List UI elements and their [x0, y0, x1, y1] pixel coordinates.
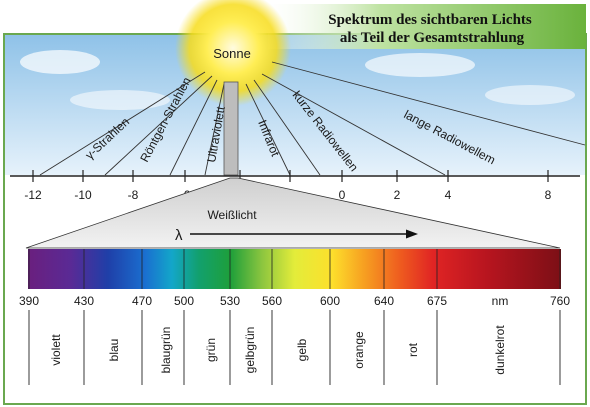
spectrum-ticks: [28, 249, 561, 385]
spectrum-bar: [28, 249, 561, 289]
sun-label: Sonne: [213, 46, 251, 61]
log-axis-tick-label: 2: [394, 188, 401, 202]
cloud: [20, 50, 100, 74]
spectrum-tick-label: 500: [174, 294, 194, 308]
color-name-6: orange: [352, 331, 366, 369]
lambda-label: λ: [175, 227, 183, 244]
cloud: [365, 53, 475, 77]
ray-line: [169, 79, 218, 176]
title-line-2: als Teil der Gesamtstrahlung: [340, 30, 525, 46]
log-axis-tick-label: -10: [74, 188, 92, 202]
spectrum-tick-label: 675: [427, 294, 447, 308]
white-light-label: Weißlicht: [207, 208, 257, 222]
ray-line: [271, 61, 586, 146]
spectrum-tick-label: 600: [320, 294, 340, 308]
spectrum-tick-label: 530: [220, 294, 240, 308]
rays: [39, 61, 586, 176]
spectrum-tick-label: 760: [550, 294, 570, 308]
log-axis-tick-label: -12: [24, 188, 42, 202]
ray-line: [204, 83, 225, 176]
lambda-arrowhead: [406, 229, 418, 239]
color-name-8: dunkelrot: [493, 325, 507, 375]
spectrum-tick-label: nm: [492, 294, 509, 308]
spectrum-tick-label: 470: [132, 294, 152, 308]
sun: [175, 0, 291, 106]
ray-line: [39, 71, 206, 176]
log-axis-tick-label: 8: [545, 188, 552, 202]
spectrum-tick-label: 560: [262, 294, 282, 308]
spectrum-tick-labels: 390 430 470 500 530 560 600 640 675 nm 760: [19, 294, 570, 308]
cloud: [70, 90, 170, 110]
ray-line: [245, 83, 291, 176]
title-bar: [268, 4, 586, 49]
ray-line: [261, 73, 446, 176]
ray-line: [104, 75, 213, 176]
log-axis-tick-label: 0: [339, 188, 346, 202]
log-axis-tick-label: 4: [445, 188, 452, 202]
white-light-cone: [25, 177, 561, 249]
visible-light-column: [223, 81, 239, 176]
spectrum-tick-label: 390: [19, 294, 39, 308]
title-line-1: Spektrum des sichtbaren Lichts: [328, 12, 532, 28]
color-name-5: gelb: [295, 338, 309, 361]
color-name-0: violett: [49, 334, 63, 366]
color-name-4: gelbgrün: [243, 327, 257, 374]
spectrum-tick-label: 640: [374, 294, 394, 308]
cloud: [485, 85, 575, 105]
color-name-3: grün: [204, 338, 218, 362]
color-name-2: blaugrün: [159, 327, 173, 374]
spectrum-tick-label: 430: [74, 294, 94, 308]
color-name-labels: violett blau blaugrün grün gelbgrün gelb orang…: [49, 325, 507, 375]
color-name-7: rot: [406, 342, 420, 357]
color-name-1: blau: [107, 339, 121, 362]
ray-line: [253, 79, 321, 176]
log-axis-tick-label: -8: [128, 188, 139, 202]
